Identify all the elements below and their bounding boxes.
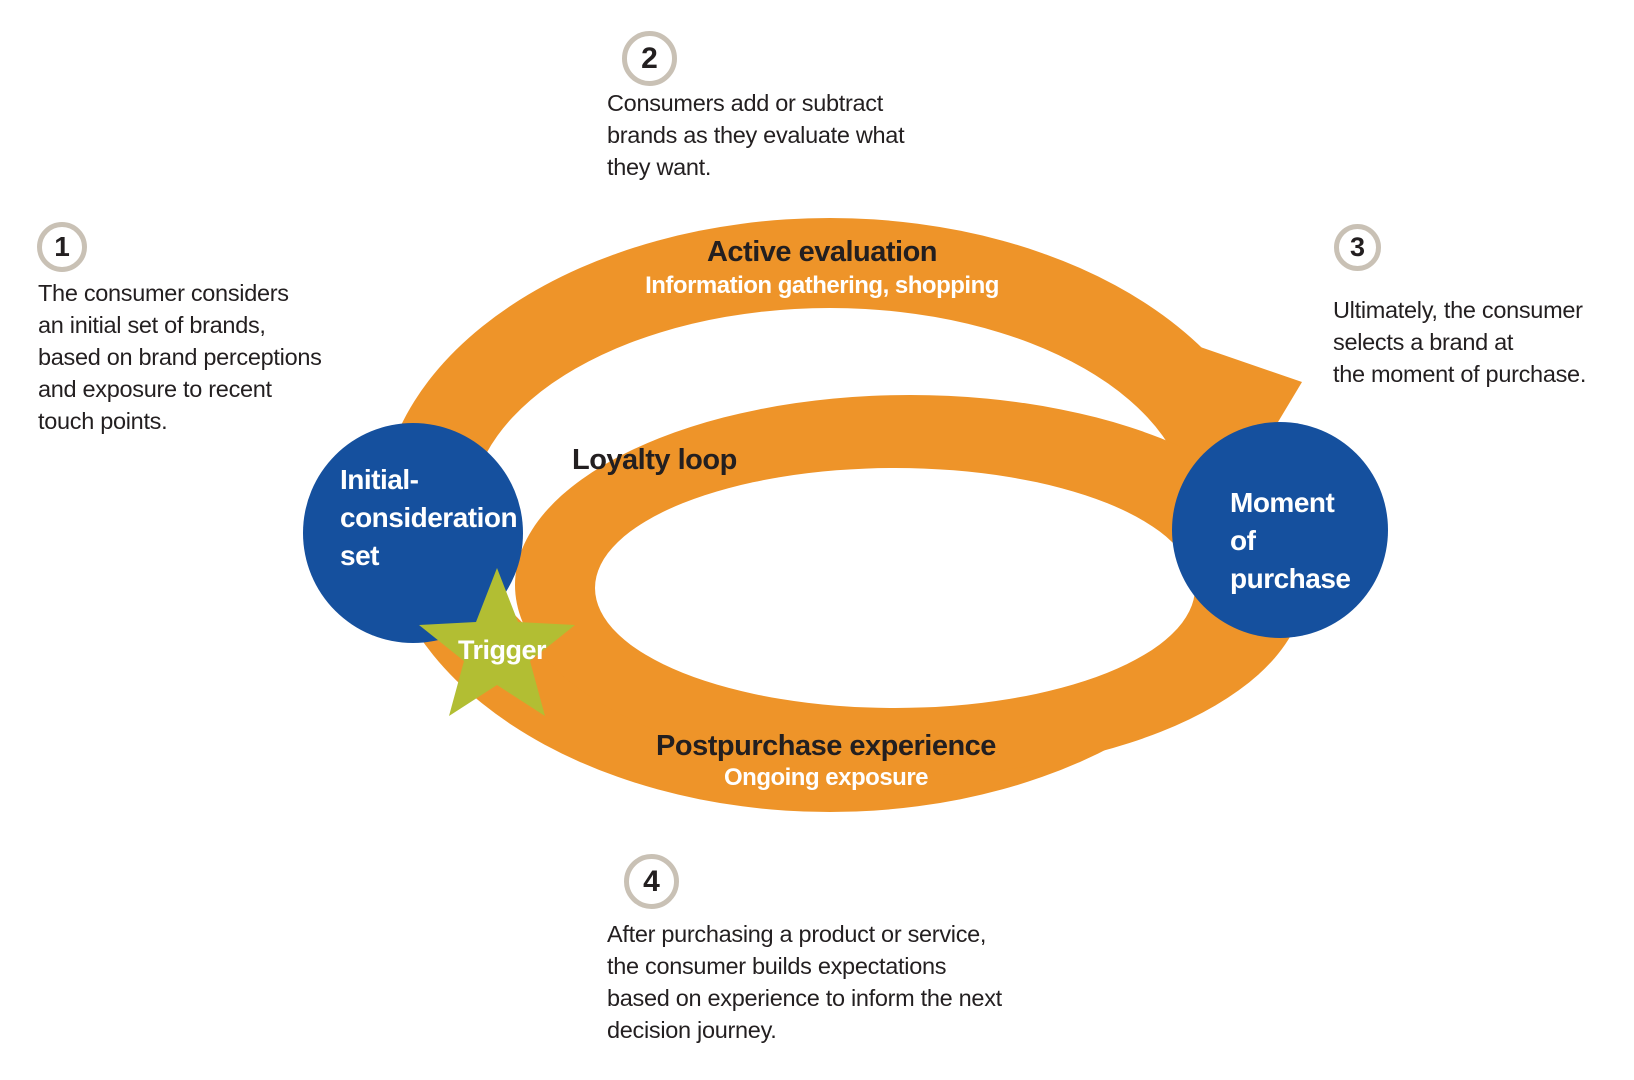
trigger-star — [419, 568, 575, 716]
step-3-number: 3 — [1349, 232, 1366, 262]
initial-consideration-label: Initial- consideration set — [340, 464, 518, 571]
step-4-description: After purchasing a product or service, t… — [607, 921, 1002, 1043]
step-1-description: The consumer considers an initial set of… — [38, 280, 322, 434]
journey-arrowhead — [1180, 340, 1302, 472]
postpurchase-sublabel: Ongoing exposure — [723, 764, 929, 791]
step-3-badge: 3 — [1334, 224, 1381, 271]
loyalty-loop-label: Loyalty loop — [572, 444, 737, 476]
moment-of-purchase-label: Moment of purchase — [1230, 487, 1351, 594]
active-evaluation-label: Active evaluation — [706, 236, 938, 268]
active-evaluation-sublabel: Information gathering, shopping — [645, 272, 999, 299]
step-2-description: Consumers add or subtract brands as they… — [607, 90, 905, 180]
postpurchase-label: Postpurchase experience — [656, 730, 996, 762]
moment-of-purchase-circle — [1172, 422, 1388, 638]
step-2-number: 2 — [641, 41, 658, 75]
step-3-description: Ultimately, the consumer selects a brand… — [1333, 297, 1587, 387]
step-4-number: 4 — [643, 864, 660, 898]
trigger-label: Trigger — [457, 635, 547, 665]
step-1-number: 1 — [54, 231, 70, 262]
step-1-badge: 1 — [37, 222, 87, 272]
initial-consideration-circle — [303, 423, 523, 643]
step-4-badge: 4 — [624, 854, 679, 909]
loyalty-loop-hole — [595, 468, 1195, 708]
step-2-badge: 2 — [622, 31, 677, 86]
